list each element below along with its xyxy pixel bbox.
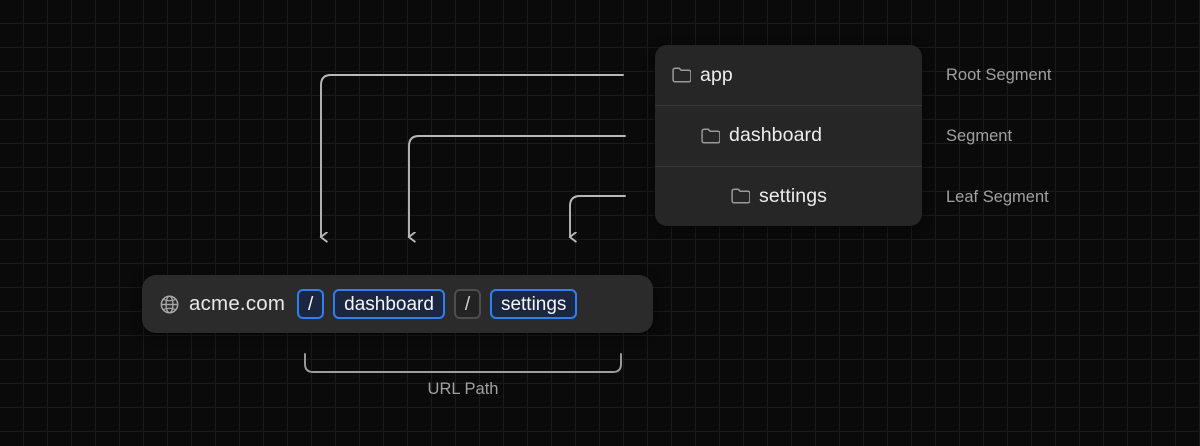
tree-row-label: app	[700, 63, 733, 86]
tree-row[interactable]: dashboard	[655, 105, 922, 165]
folder-icon	[672, 67, 691, 83]
url-path-brace	[304, 353, 622, 373]
tree-row[interactable]: app	[655, 45, 922, 105]
url-separator-2[interactable]: /	[453, 289, 481, 319]
url-path-caption: URL Path	[427, 380, 499, 398]
connector-settings	[570, 195, 626, 237]
globe-icon	[159, 294, 180, 315]
annotation-leaf-segment: Leaf Segment	[946, 188, 1049, 206]
tree-row-label: dashboard	[729, 124, 823, 147]
connector-dashboard	[409, 135, 626, 237]
folder-tree-card: app dashboard settings	[655, 45, 922, 226]
url-separator-1[interactable]: /	[297, 289, 325, 319]
connector-app	[321, 74, 624, 237]
url-bar[interactable]: acme.com / dashboard / settings	[142, 275, 653, 333]
url-segment-settings[interactable]: settings	[489, 289, 578, 319]
folder-icon	[701, 128, 720, 144]
url-segment-dashboard[interactable]: dashboard	[333, 289, 445, 319]
url-host: acme.com	[189, 292, 286, 315]
annotation-root-segment: Root Segment	[946, 66, 1052, 84]
annotation-segment: Segment	[946, 127, 1013, 145]
tree-row[interactable]: settings	[655, 165, 922, 226]
tree-row-label: settings	[759, 184, 828, 207]
folder-icon	[731, 188, 750, 204]
